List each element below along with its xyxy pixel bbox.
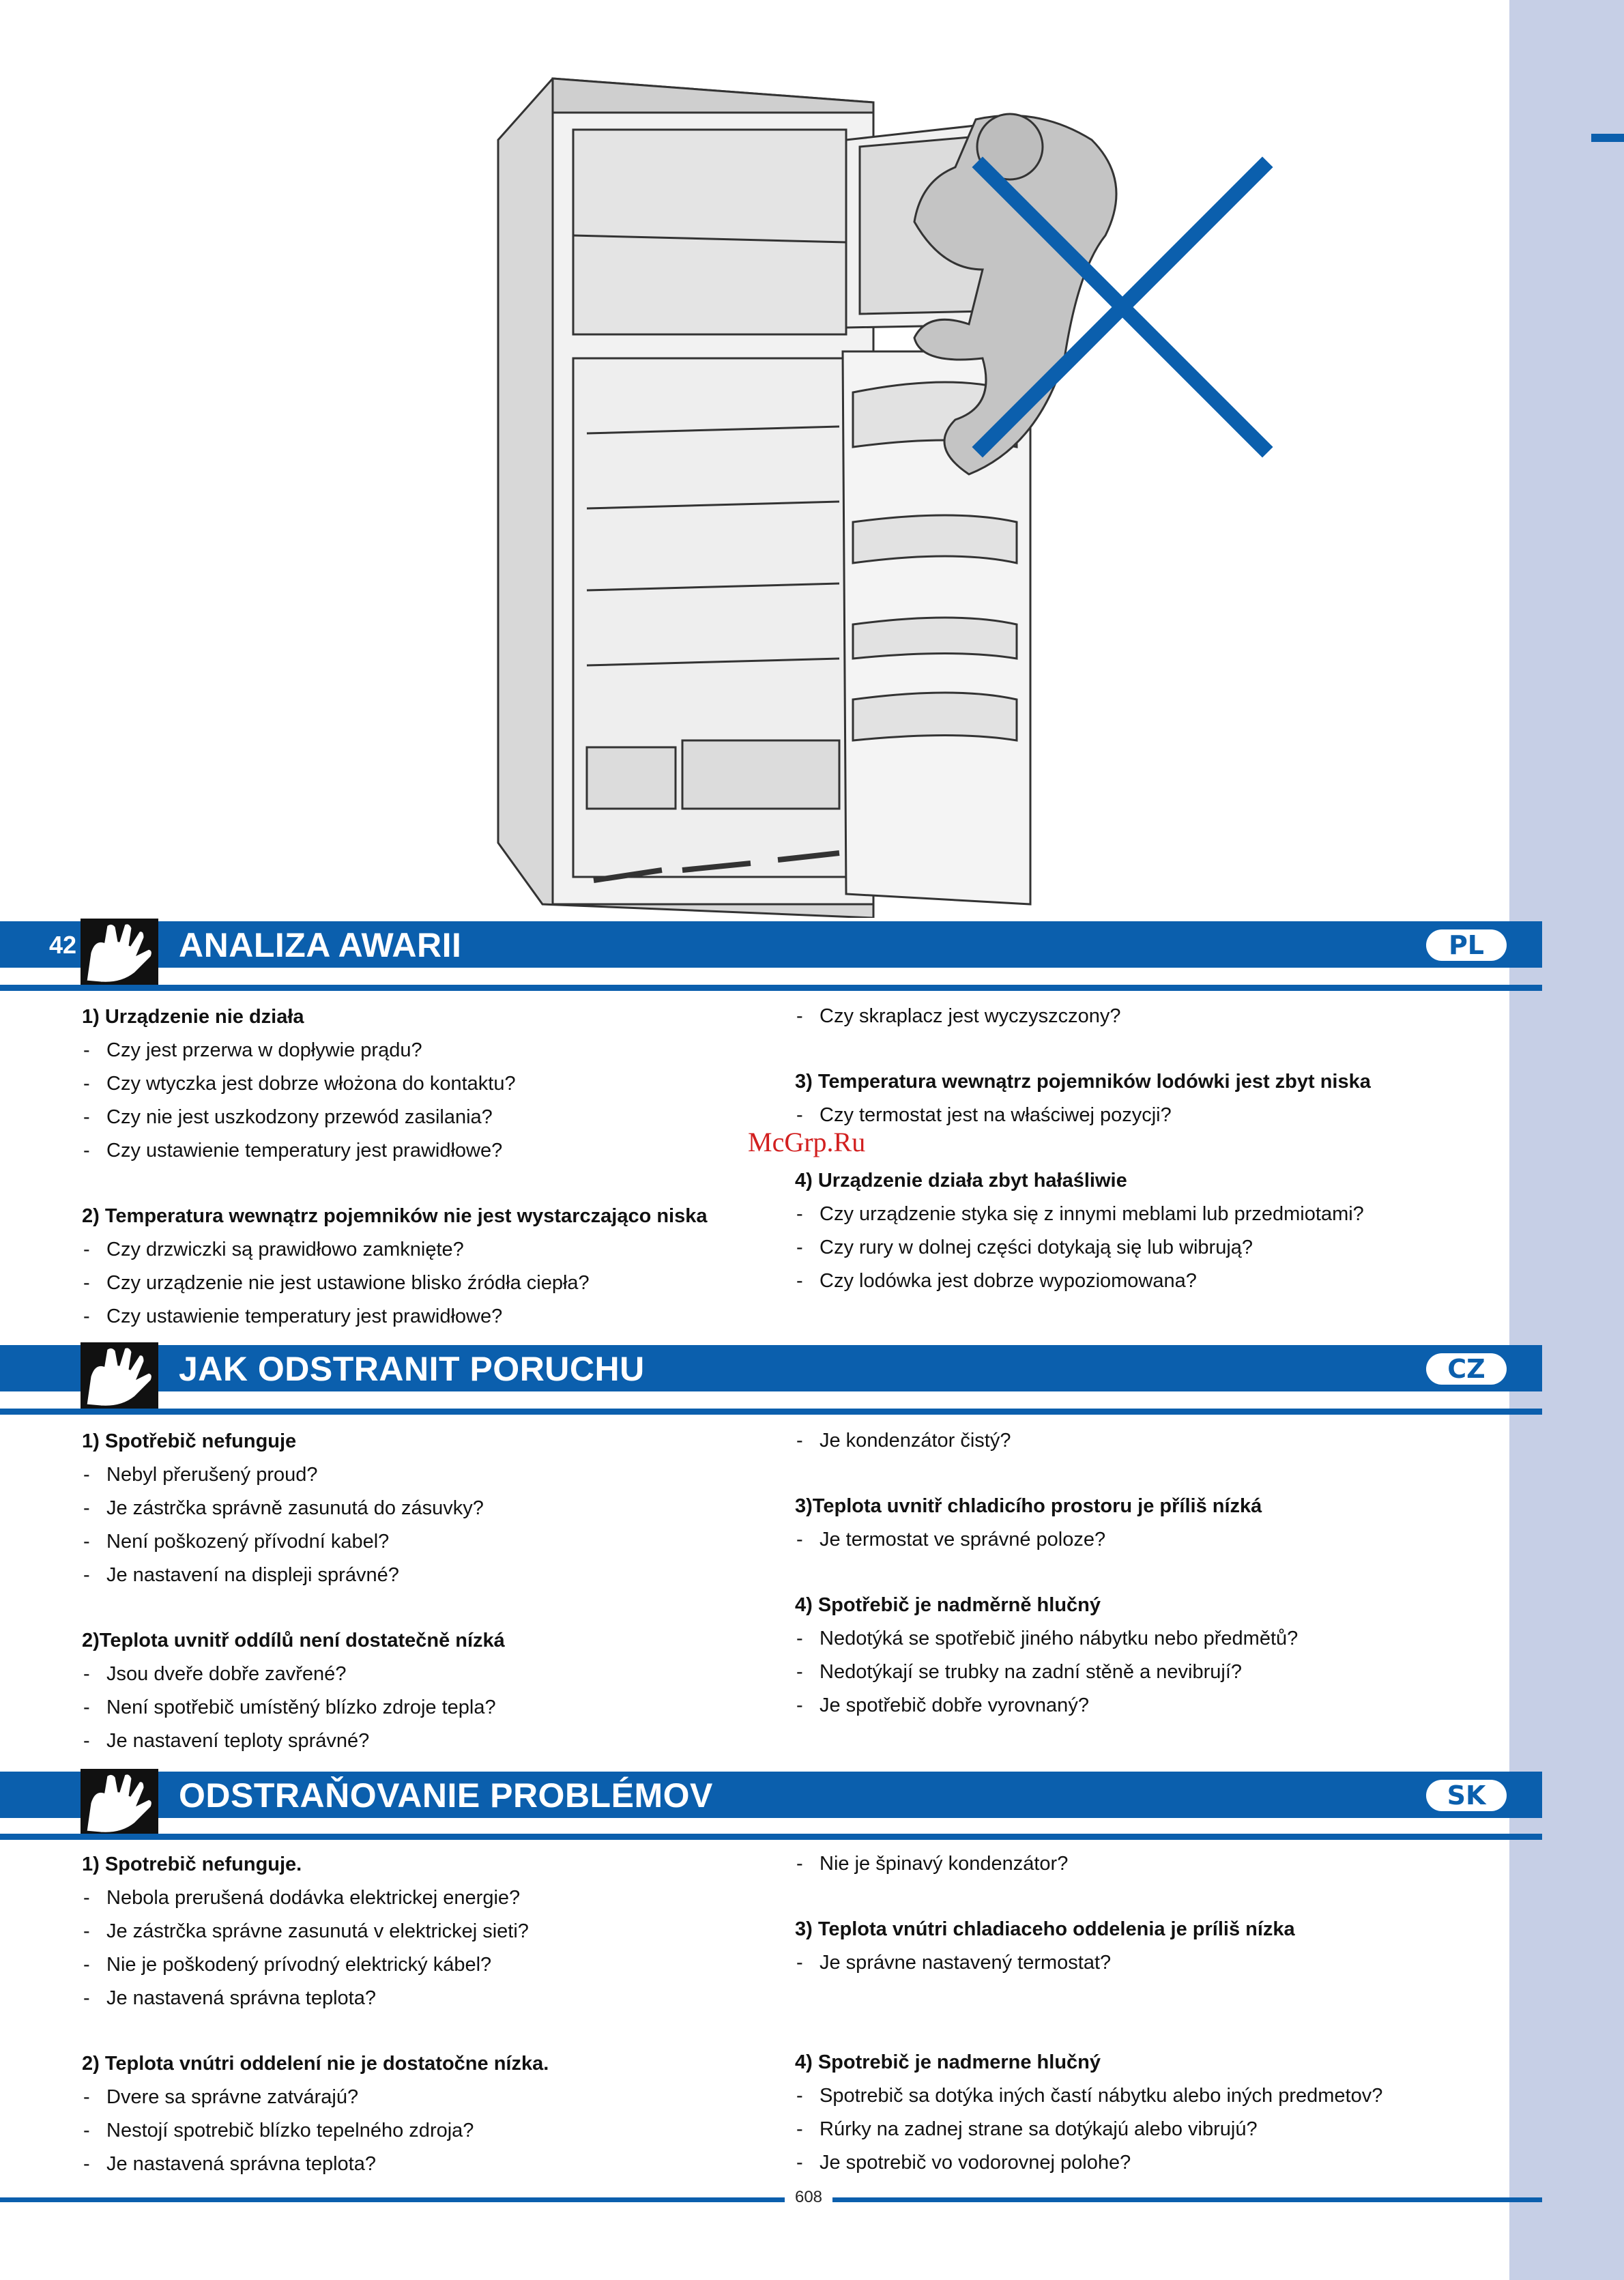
checklist-item: Rúrky na zadnej strane sa dotýkajú alebo… — [795, 2113, 1477, 2146]
checklist-item: Je správne nastavený termostat? — [795, 1946, 1477, 1980]
language-badge: CZ — [1426, 1353, 1507, 1385]
checklist-item: Není spotřebič umístěný blízko zdroje te… — [82, 1691, 764, 1725]
side-tab-marker — [1591, 134, 1624, 142]
checklist-item: Není poškozený přívodní kabel? — [82, 1525, 764, 1559]
refrigerator-illustration — [497, 77, 1273, 918]
checklist-item: Nedotýká se spotřebič jiného nábytku neb… — [795, 1622, 1477, 1656]
checklist-item: Czy nie jest uszkodzony przewód zasilani… — [82, 1101, 764, 1134]
spacer — [795, 1980, 1477, 2045]
checklist-item: Spotrebič sa dotýka iných častí nábytku … — [795, 2079, 1477, 2113]
checklist-item: Jsou dveře dobře zavřené? — [82, 1658, 764, 1691]
section-title: ODSTRAŇOVANIE PROBLÉMOV — [179, 1776, 713, 1815]
checklist-item: Czy lodówka jest dobrze wypoziomowana? — [795, 1265, 1477, 1298]
spacer — [795, 1881, 1477, 1912]
question-heading: 4) Spotřebič je nadměrně hlučný — [795, 1594, 1101, 1616]
footer-rule — [832, 2197, 1542, 2202]
checklist-item: Czy urządzenie nie jest ustawione blisko… — [82, 1267, 764, 1300]
spacer — [82, 2015, 764, 2047]
spacer — [82, 1168, 764, 1199]
question-heading: 1) Spotrebič nefunguje. — [82, 1853, 302, 1875]
checklist-item: Je spotřebič dobře vyrovnaný? — [795, 1689, 1477, 1722]
hand-icon — [81, 1769, 158, 1836]
footer-rule — [0, 2197, 785, 2202]
checklist-item: Nebyl přerušený proud? — [82, 1458, 764, 1492]
side-strip — [1509, 0, 1624, 2280]
checklist-item: Nestojí spotrebič blízko tepelného zdroj… — [82, 2114, 764, 2148]
section-title: ANALIZA AWARII — [179, 926, 462, 964]
language-badge: PL — [1426, 929, 1507, 961]
spacer — [795, 1557, 1477, 1588]
checklist-item: Dvere sa správne zatvárajú? — [82, 2081, 764, 2114]
checklist-item: Nebola prerušená dodávka elektrickej ene… — [82, 1881, 764, 1915]
question-heading: 4) Urządzenie działa zbyt hałaśliwie — [795, 1170, 1127, 1192]
checklist-item: Nie je špinavý kondenzátor? — [795, 1847, 1477, 1881]
checklist-item: Czy ustawienie temperatury jest prawidło… — [82, 1300, 764, 1333]
section-cz-left-column: 1) Spotřebič nefungujeNebyl přerušený pr… — [82, 1424, 764, 1758]
section-sk-right-column: Nie je špinavý kondenzátor? 3) Teplota vn… — [795, 1847, 1477, 2180]
question-heading: 3) Temperatura wewnątrz pojemników lodów… — [795, 1071, 1371, 1093]
cross-out-icon — [972, 156, 1273, 458]
question-heading: 3)Teplota uvnitř chladicího prostoru je … — [795, 1495, 1262, 1517]
question-heading: 3) Teplota vnútri chladiaceho oddelenia … — [795, 1918, 1295, 1940]
person-figure — [913, 113, 1118, 476]
footer-page-number: 608 — [794, 2188, 823, 2206]
checklist-item: Czy termostat jest na właściwej pozycji? — [795, 1099, 1477, 1132]
question-heading: 2) Teplota vnútri oddelení nie je dostat… — [82, 2053, 549, 2075]
spacer — [795, 1033, 1477, 1065]
section-pl-left-column: 1) Urządzenie nie działaCzy jest przerwa… — [82, 1000, 764, 1333]
hand-icon — [81, 919, 158, 985]
checklist-item: Czy urządzenie styka się z innymi meblam… — [795, 1198, 1477, 1231]
question-heading: 2) Temperatura wewnątrz pojemników nie j… — [82, 1205, 708, 1227]
watermark: McGrp.Ru — [748, 1127, 866, 1157]
question-heading: 4) Spotrebič je nadmerne hlučný — [795, 2051, 1101, 2073]
checklist-item: Je nastavená správna teplota? — [82, 1982, 764, 2015]
spacer — [795, 1458, 1477, 1489]
question-heading: 1) Spotřebič nefunguje — [82, 1430, 297, 1452]
checklist-item: Czy rury w dolnej części dotykają się lu… — [795, 1231, 1477, 1265]
section-sk-left-column: 1) Spotrebič nefunguje. Nebola prerušená … — [82, 1847, 764, 2181]
section-rule — [0, 1834, 1542, 1840]
section-pl-right-column: Czy skraplacz jest wyczyszczony? 3) Tempe… — [795, 1000, 1477, 1298]
checklist-item: Nie je poškodený prívodný elektrický káb… — [82, 1948, 764, 1982]
section-banner-sk: ODSTRAŇOVANIE PROBLÉMOV SK — [0, 1769, 1542, 1836]
language-badge: SK — [1426, 1780, 1507, 1811]
checklist-item: Je termostat ve správné poloze? — [795, 1523, 1477, 1557]
section-title: JAK ODSTRANIT PORUCHU — [179, 1350, 645, 1388]
checklist-item: Je nastavení na displeji správné? — [82, 1559, 764, 1592]
checklist-item: Nedotýkají se trubky na zadní stěně a ne… — [795, 1656, 1477, 1689]
section-banner-pl: 42 ANALIZA AWARII PL — [0, 919, 1542, 985]
checklist-item: Czy jest przerwa w dopływie prądu? — [82, 1034, 764, 1067]
checklist-item: Je zástrčka správně zasunutá do zásuvky? — [82, 1492, 764, 1525]
checklist-item: Je kondenzátor čistý? — [795, 1424, 1477, 1458]
question-heading: 1) Urządzenie nie działa — [82, 1006, 304, 1028]
checklist-item: Je nastavená správna teplota? — [82, 2148, 764, 2181]
hand-icon — [81, 1342, 158, 1409]
page-number: 42 — [49, 931, 77, 959]
checklist-item: Czy drzwiczki są prawidłowo zamknięte? — [82, 1233, 764, 1267]
checklist-item: Czy skraplacz jest wyczyszczony? — [795, 1000, 1477, 1033]
spacer — [795, 1132, 1477, 1164]
checklist-item: Je nastavení teploty správné? — [82, 1725, 764, 1758]
checklist-item: Czy ustawienie temperatury jest prawidło… — [82, 1134, 764, 1168]
question-heading: 2)Teplota uvnitř oddílů není dostatečně … — [82, 1630, 505, 1651]
section-rule — [0, 1409, 1542, 1415]
checklist-item: Je zástrčka správne zasunutá v elektrick… — [82, 1915, 764, 1948]
section-rule — [0, 985, 1542, 991]
section-banner-cz: JAK ODSTRANIT PORUCHU CZ — [0, 1342, 1542, 1409]
section-cz-right-column: Je kondenzátor čistý? 3)Teplota uvnitř ch… — [795, 1424, 1477, 1722]
checklist-item: Czy wtyczka jest dobrze włożona do konta… — [82, 1067, 764, 1101]
spacer — [82, 1592, 764, 1624]
checklist-item: Je spotrebič vo vodorovnej polohe? — [795, 2146, 1477, 2180]
